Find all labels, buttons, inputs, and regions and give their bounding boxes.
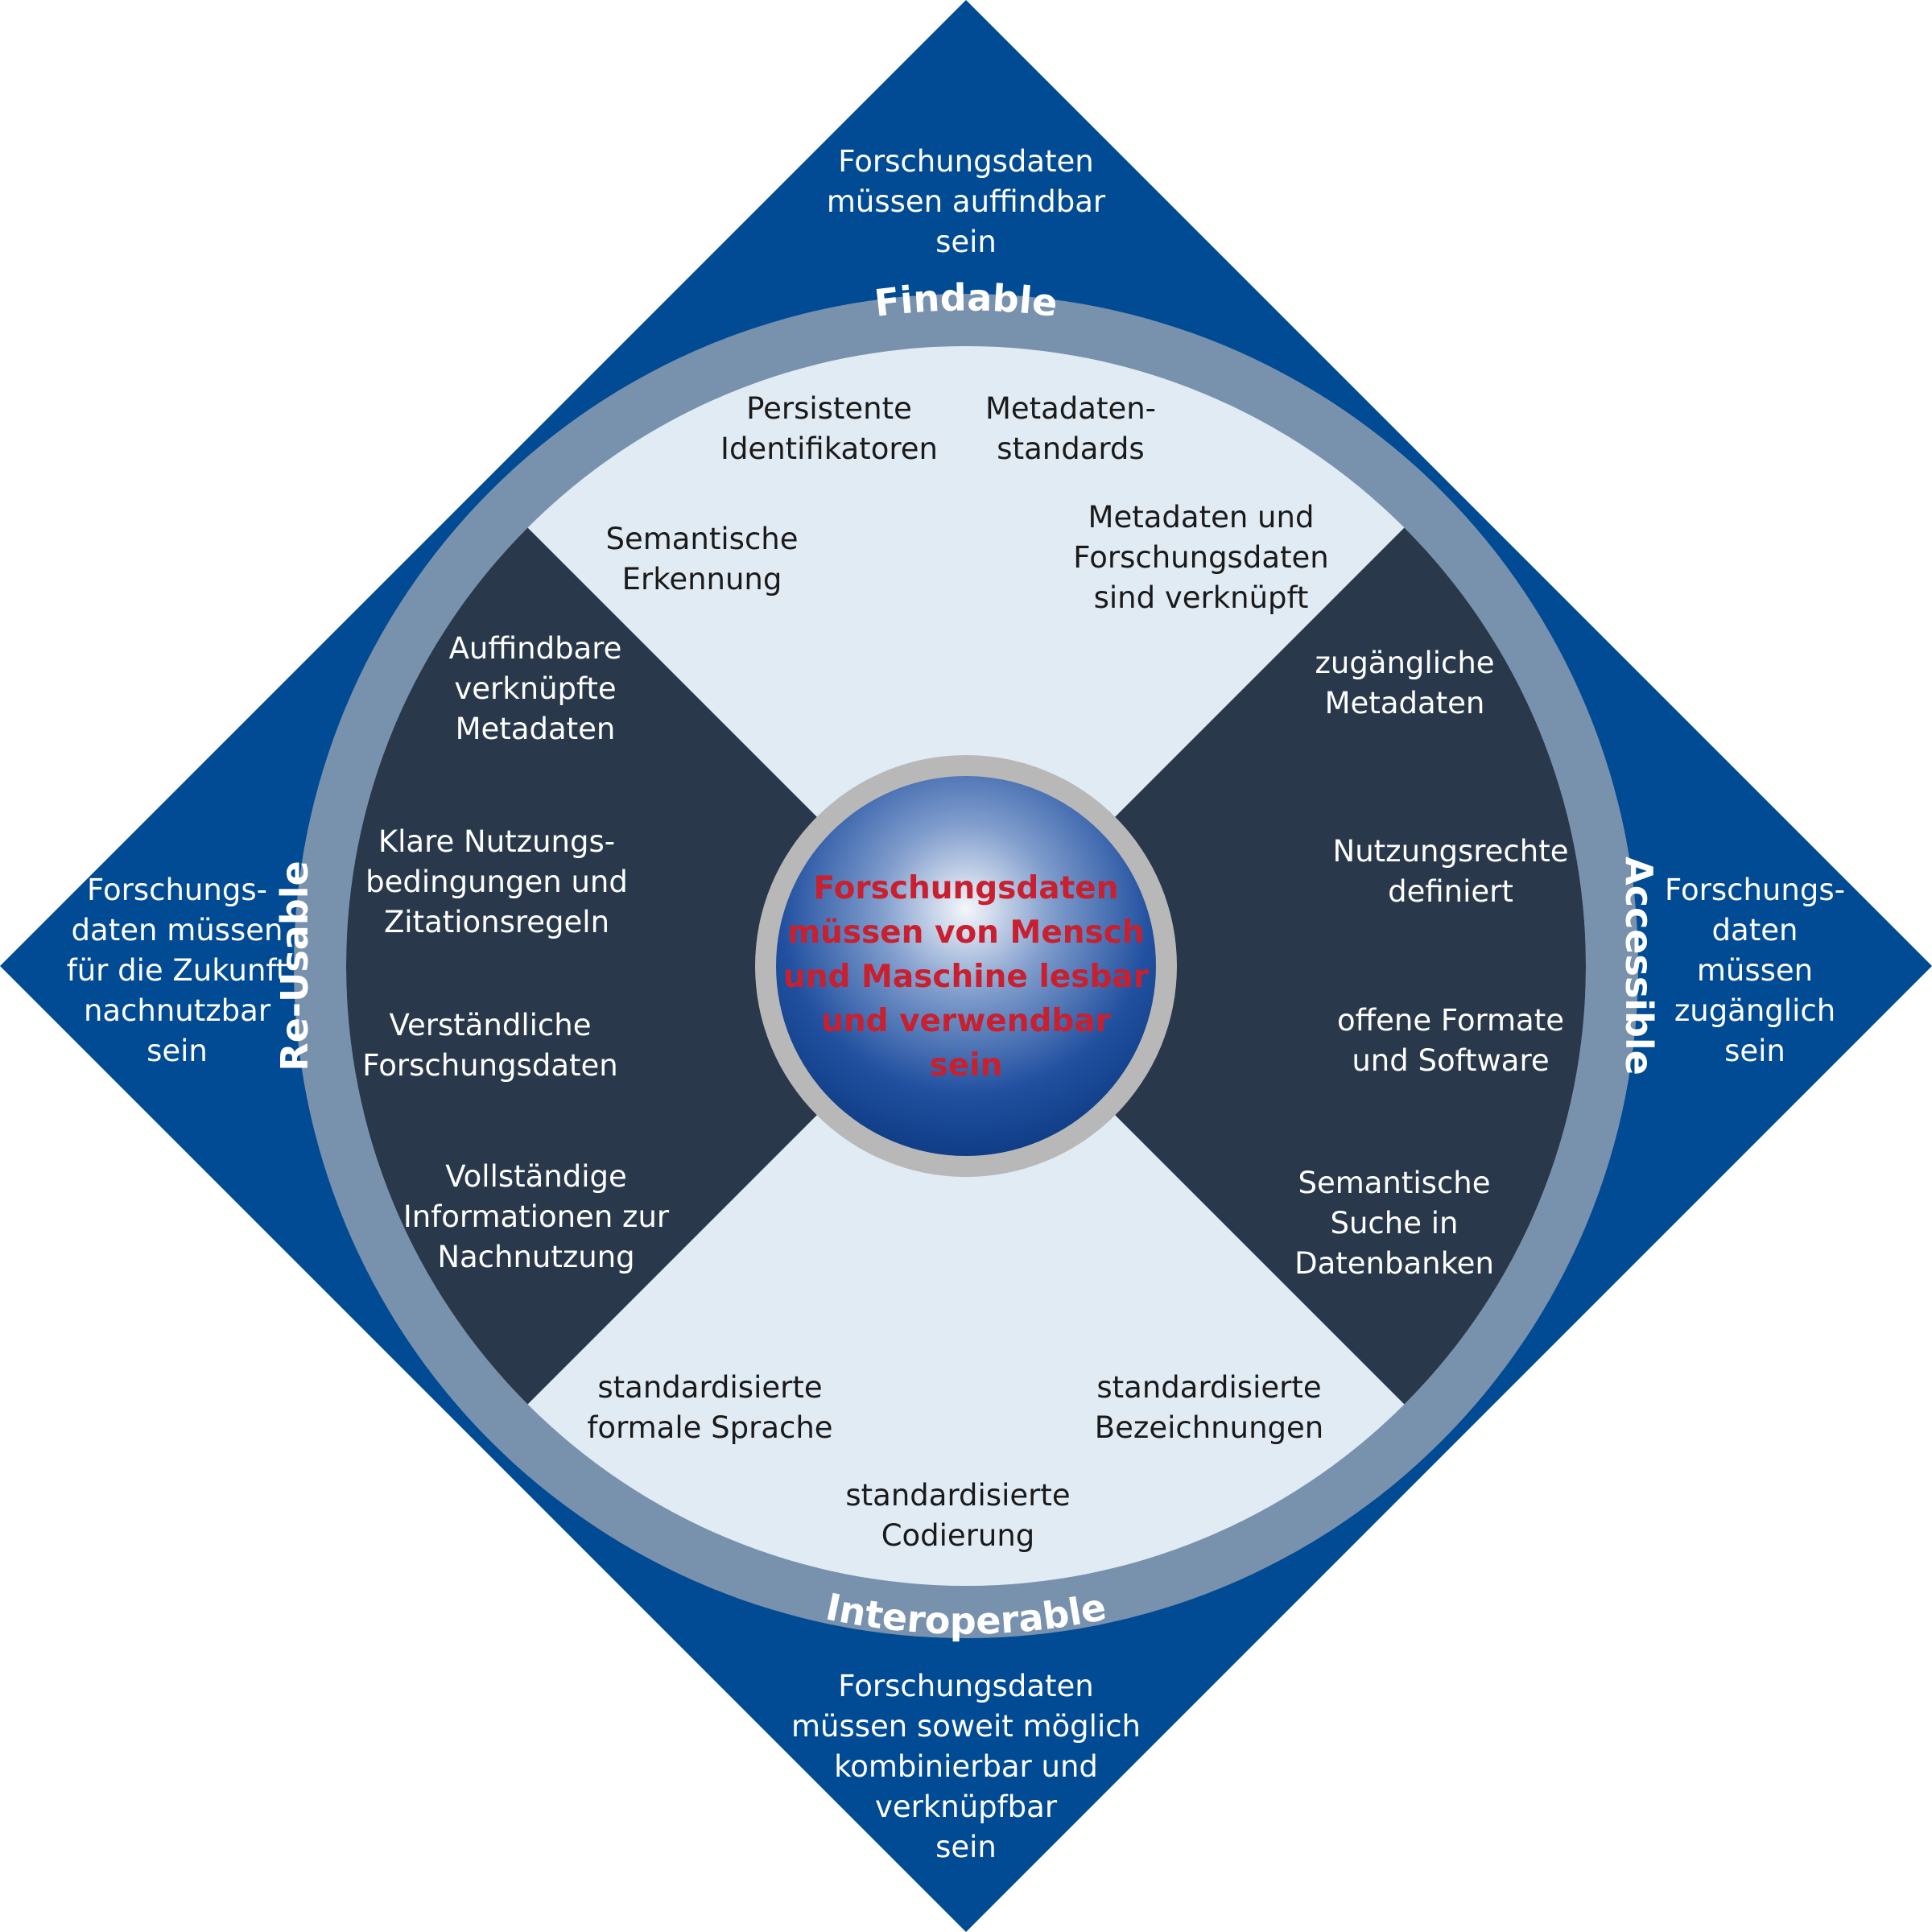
svg-text:Bezeichnungen: Bezeichnungen xyxy=(1095,1410,1323,1445)
svg-text:Zitationsregeln: Zitationsregeln xyxy=(384,905,609,939)
outer-text-top: Forschungsdaten müssen auffindbar sein xyxy=(827,144,1106,259)
findable-item-linked-data: Metadaten und Forschungsdaten sind verkn… xyxy=(1073,500,1328,615)
svg-text:standards: standards xyxy=(997,431,1144,466)
svg-text:Forschungsdaten: Forschungsdaten xyxy=(838,1669,1093,1703)
svg-text:Verständliche: Verständliche xyxy=(390,1008,592,1042)
sector-accessible xyxy=(966,524,1586,1408)
svg-text:Metadaten-: Metadaten- xyxy=(985,391,1156,426)
center-line-2: müssen von Mensch xyxy=(787,914,1144,951)
svg-text:zugängliche: zugängliche xyxy=(1315,646,1494,680)
svg-text:Forschungsdaten: Forschungsdaten xyxy=(362,1048,617,1083)
accessible-items: zugängliche Metadaten Nutzungsrechte def… xyxy=(1294,646,1568,1281)
reusable-items: Auffindbare verknüpfte Metadaten Klare N… xyxy=(362,631,670,1274)
svg-text:Erkennung: Erkennung xyxy=(622,562,782,597)
ring-label-accessible: Accessible xyxy=(1617,857,1661,1075)
svg-text:kombinierbar und: kombinierbar und xyxy=(834,1749,1098,1784)
svg-text:Identifikatoren: Identifikatoren xyxy=(720,431,938,466)
center-line-3: und Maschine lesbar xyxy=(783,959,1150,995)
accessible-item-open-formats: offene Formate und Software xyxy=(1337,1003,1564,1078)
accessible-item-semantic-search: Semantische Suche in Datenbanken xyxy=(1294,1166,1494,1281)
svg-text:definiert: definiert xyxy=(1388,874,1513,909)
findable-items: Persistente Identifikatoren Metadaten- s… xyxy=(605,391,1328,615)
svg-text:nachnutzbar: nachnutzbar xyxy=(84,993,271,1028)
svg-text:sind verknüpft: sind verknüpft xyxy=(1094,580,1309,615)
sector-reusable xyxy=(346,524,966,1408)
svg-text:sein: sein xyxy=(147,1034,208,1068)
svg-text:sein: sein xyxy=(935,1830,997,1864)
reusable-item-complete-info: Vollständige Informationen zur Nachnutzu… xyxy=(403,1159,670,1274)
svg-text:Forschungs-: Forschungs- xyxy=(87,873,267,907)
svg-text:verknüpfbar: verknüpfbar xyxy=(875,1790,1058,1824)
svg-text:müssen: müssen xyxy=(1697,953,1813,988)
svg-text:offene Formate: offene Formate xyxy=(1337,1003,1564,1038)
center-line-5: sein xyxy=(930,1047,1003,1084)
svg-text:Vollständige: Vollständige xyxy=(445,1159,627,1194)
reusable-item-linked-metadata: Auffindbare verknüpfte Metadaten xyxy=(449,631,622,746)
interoperable-item-terms: standardisierte Bezeichnungen xyxy=(1095,1370,1323,1445)
svg-text:Semantische: Semantische xyxy=(605,522,798,556)
svg-text:Metadaten und: Metadaten und xyxy=(1088,500,1315,535)
svg-text:sein: sein xyxy=(935,225,997,259)
interoperable-item-formal-language: standardisierte formale Sprache xyxy=(587,1370,832,1445)
svg-text:Datenbanken: Datenbanken xyxy=(1294,1246,1494,1281)
svg-text:daten müssen: daten müssen xyxy=(72,913,283,947)
center-sphere xyxy=(776,776,1156,1156)
findable-item-persistent-ids: Persistente Identifikatoren xyxy=(720,391,938,466)
svg-text:formale Sprache: formale Sprache xyxy=(587,1410,832,1445)
svg-text:müssen soweit möglich: müssen soweit möglich xyxy=(791,1709,1141,1744)
ring-label-findable: Findable xyxy=(872,275,1059,324)
svg-text:Klare Nutzungs-: Klare Nutzungs- xyxy=(378,824,615,859)
inner-sectors xyxy=(346,346,1586,1586)
svg-text:sein: sein xyxy=(1724,1034,1785,1068)
svg-text:standardisierte: standardisierte xyxy=(845,1478,1070,1513)
svg-text:Suche in: Suche in xyxy=(1331,1206,1459,1241)
interoperable-items: standardisierte formale Sprache standard… xyxy=(587,1370,1323,1553)
ring-label-reusable: Re-Usable xyxy=(273,861,316,1071)
svg-text:Nutzungsrechte: Nutzungsrechte xyxy=(1333,834,1569,869)
outer-text-right: Forschungs- daten müssen zugänglich sein xyxy=(1665,873,1845,1068)
svg-text:für die Zukunft: für die Zukunft xyxy=(67,953,288,988)
outer-text-left: Forschungs- daten müssen für die Zukunft… xyxy=(67,873,288,1068)
accessible-item-metadata: zugängliche Metadaten xyxy=(1315,646,1494,720)
svg-text:zugänglich: zugänglich xyxy=(1674,993,1835,1028)
svg-text:standardisierte: standardisierte xyxy=(1096,1370,1321,1405)
svg-text:Metadaten: Metadaten xyxy=(1325,686,1485,720)
findable-item-semantic-recognition: Semantische Erkennung xyxy=(605,522,798,597)
svg-text:Auffindbare: Auffindbare xyxy=(449,631,622,666)
svg-text:Forschungs-: Forschungs- xyxy=(1665,873,1845,907)
interoperable-item-coding: standardisierte Codierung xyxy=(845,1478,1070,1553)
reusable-item-usage-terms: Klare Nutzungs- bedingungen und Zitation… xyxy=(365,824,628,939)
center-statement: Forschungsdaten müssen von Mensch und Ma… xyxy=(783,870,1150,1084)
findable-item-metadata-standards: Metadaten- standards xyxy=(985,391,1156,466)
svg-text:bedingungen und: bedingungen und xyxy=(365,865,628,899)
svg-text:Nachnutzung: Nachnutzung xyxy=(437,1240,634,1274)
center-line-4: und verwendbar xyxy=(821,1003,1112,1039)
svg-text:daten: daten xyxy=(1712,913,1798,947)
accessible-item-usage-rights: Nutzungsrechte definiert xyxy=(1333,834,1569,909)
svg-text:Persistente: Persistente xyxy=(746,391,912,426)
svg-text:müssen auffindbar: müssen auffindbar xyxy=(827,184,1106,219)
center-line-1: Forschungsdaten xyxy=(814,870,1119,906)
svg-text:Informationen zur: Informationen zur xyxy=(403,1199,670,1234)
svg-text:Metadaten: Metadaten xyxy=(456,712,616,746)
svg-text:verknüpfte: verknüpfte xyxy=(454,671,616,706)
svg-text:und Software: und Software xyxy=(1352,1043,1549,1078)
svg-text:Forschungsdaten: Forschungsdaten xyxy=(838,144,1093,179)
svg-text:standardisierte: standardisierte xyxy=(597,1370,822,1405)
svg-text:Forschungsdaten: Forschungsdaten xyxy=(1073,540,1328,575)
reusable-item-understandable-data: Verständliche Forschungsdaten xyxy=(362,1008,617,1083)
svg-text:Codierung: Codierung xyxy=(881,1518,1035,1553)
svg-text:Semantische: Semantische xyxy=(1298,1166,1490,1200)
outer-text-bottom: Forschungsdaten müssen soweit möglich ko… xyxy=(791,1669,1141,1864)
